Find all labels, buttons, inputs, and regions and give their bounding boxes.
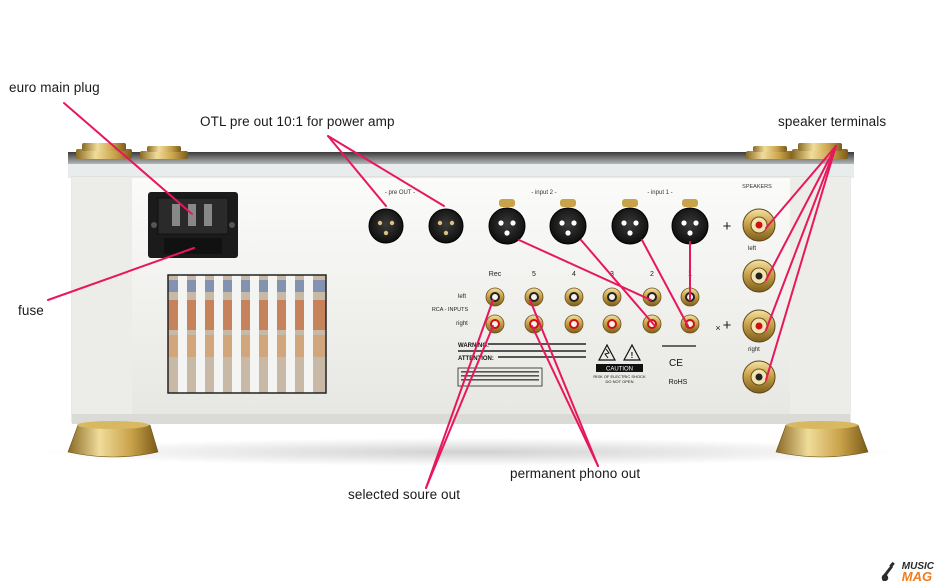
phono-pointer-2 — [531, 325, 599, 467]
callout-euro-main-plug: euro main plug — [9, 80, 100, 95]
input2-to-rca-left — [518, 239, 652, 301]
caution-label: ! CAUTION RISK OF ELECTRIC SHOCK DO NOT … — [593, 343, 646, 384]
speaker-right-label: right — [748, 347, 760, 353]
attention-heading: ATTENTION: — [458, 356, 494, 362]
top-plate-edge — [68, 164, 854, 178]
warning-heading: WARNING: — [458, 343, 489, 349]
chassis-bottom-edge — [72, 414, 850, 424]
rca-left-label: left — [458, 294, 466, 300]
caution-sub-2: DO NOT OPEN — [606, 379, 634, 384]
ce-mark: CE — [669, 358, 683, 369]
pre-out-pointer-1 — [327, 135, 387, 207]
gold-feet — [67, 421, 869, 458]
input-2-number: 2 — [650, 271, 654, 278]
rec-label: Rec — [489, 271, 502, 278]
caution-heading: CAUTION — [606, 367, 633, 373]
speaker-terminal-posts — [742, 208, 776, 394]
selected-source-pointer-2 — [425, 325, 494, 489]
warning-text-block: WARNING: ATTENTION: — [457, 343, 586, 387]
speakers-label: SPEAKERS — [742, 184, 772, 190]
input-5-number: 5 — [532, 271, 536, 278]
speaker-pointer-3 — [765, 145, 837, 331]
rca-inputs-label: RCA - INPUTS — [432, 307, 469, 313]
svg-text:!: ! — [631, 351, 634, 360]
callout-speaker-terminals: speaker terminals — [778, 114, 887, 129]
speaker-pointer-1 — [765, 145, 837, 229]
speaker-pointer-2 — [765, 145, 837, 281]
ground-shadow — [40, 438, 900, 466]
rohs-mark: RoHS — [669, 379, 688, 386]
annotation-lines — [47, 102, 837, 489]
watermark-line-1: MUSIC — [901, 561, 934, 572]
selected-source-pointer-1 — [425, 299, 494, 489]
pre-out-label: - pre OUT - — [385, 190, 415, 196]
guitar-logo-icon — [881, 561, 895, 581]
top-glass-plate — [68, 152, 854, 165]
speaker-pointer-4 — [765, 145, 837, 381]
iec-power-inlet — [148, 192, 238, 258]
input2-to-rca-right — [580, 239, 656, 327]
caution-sub-1: RISK OF ELECTRIC SHOCK — [593, 374, 646, 379]
input1-to-rca-right — [641, 239, 689, 327]
chassis-left-side — [72, 177, 132, 422]
callout-fuse: fuse — [18, 303, 44, 318]
euro-plug-pointer — [63, 102, 193, 215]
xlr-connectors — [368, 199, 709, 245]
input-3-number: 3 — [610, 271, 614, 278]
input-1-label: - input 1 - — [647, 190, 672, 196]
phono-ground-mark: × — [715, 323, 720, 333]
rca-right-label: right — [456, 321, 468, 327]
phono-pointer-1 — [529, 299, 599, 467]
chassis-right-side — [790, 177, 850, 422]
callout-selected-source-out: selected soure out — [348, 487, 461, 502]
callout-permanent-phono-out: permanent phono out — [510, 466, 641, 481]
input-4-number: 4 — [572, 271, 576, 278]
speaker-left-label: left — [748, 246, 756, 252]
fuse-pointer — [47, 247, 195, 301]
input-2-label: - input 2 - — [531, 190, 556, 196]
plus-mark-top: + — [723, 218, 732, 235]
watermark-line-2: MAG — [901, 569, 933, 584]
plus-mark-bottom: + — [723, 317, 732, 334]
ventilation-slots — [167, 274, 327, 394]
callout-otl-pre-out: OTL pre out 10:1 for power amp — [200, 114, 395, 129]
musicmag-watermark: MUSIC MAG — [879, 561, 934, 583]
certification-marks: CE RoHS — [662, 345, 696, 386]
pre-out-pointer-2 — [327, 135, 445, 207]
